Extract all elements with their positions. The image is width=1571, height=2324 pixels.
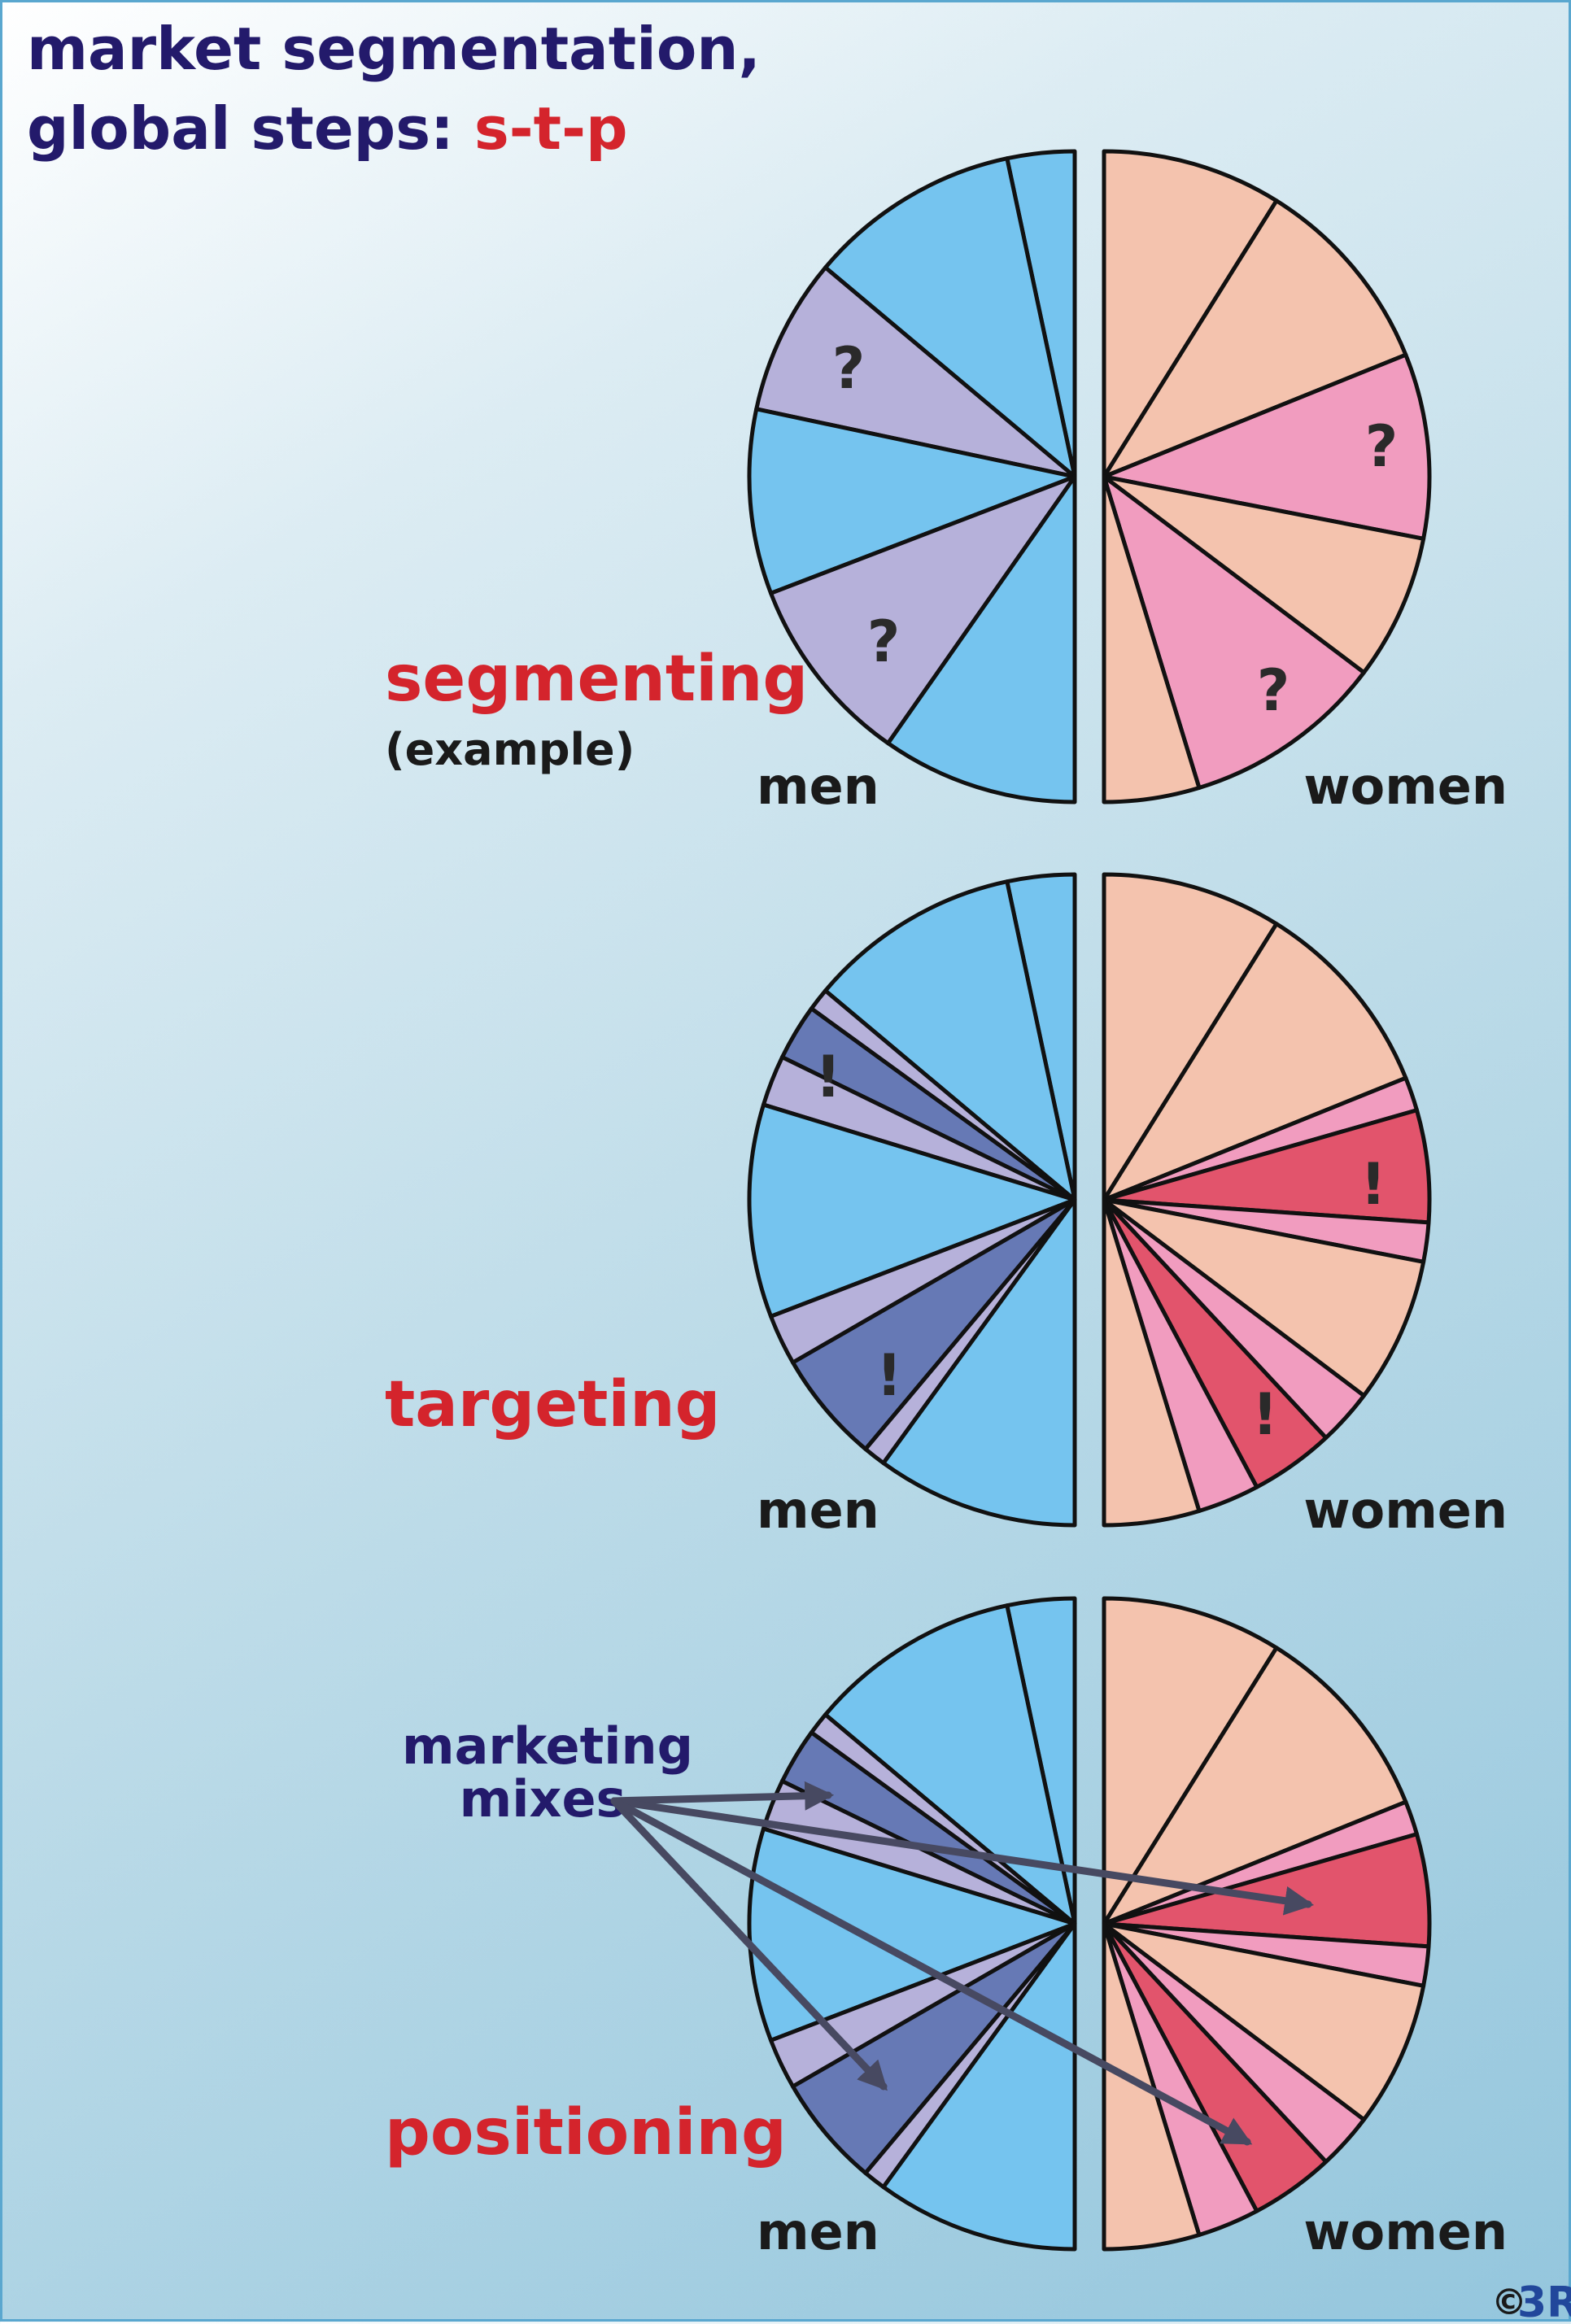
men-label: men bbox=[757, 2202, 879, 2261]
women-slice-women-base bbox=[1102, 1197, 1202, 1528]
exclamation-mark: ! bbox=[1252, 1381, 1278, 1448]
copyright-symbol: © bbox=[1491, 2282, 1527, 2323]
men-label: men bbox=[757, 1480, 879, 1540]
arrow-to-women-target-lower bbox=[610, 1797, 1253, 2146]
women-slice-women-base bbox=[1102, 922, 1408, 1202]
women-slice-women-base bbox=[1102, 872, 1279, 1202]
arrow-to-women-target-upper bbox=[610, 1797, 1315, 1916]
title-line-2: global steps: s-t-p bbox=[27, 94, 628, 163]
men-slice-men-base bbox=[747, 1826, 1077, 2043]
women-slice-women-target bbox=[1102, 1108, 1432, 1225]
men-slice-men-base bbox=[747, 407, 1077, 595]
men-slice-men-base bbox=[823, 879, 1077, 1202]
men-slice-men-base bbox=[881, 1197, 1077, 1528]
women-slice-women-segment bbox=[1102, 474, 1366, 791]
question-mark: ? bbox=[867, 608, 901, 675]
men-slice-men-base bbox=[823, 1603, 1077, 1926]
women-slice-women-segment bbox=[1102, 352, 1432, 541]
marketing-mixes-label-line-1: marketing bbox=[402, 1716, 693, 1776]
women-slice-women-base bbox=[1102, 474, 1426, 675]
women-slice-women-base bbox=[1102, 1646, 1408, 1926]
women-slice-women-base bbox=[1102, 1921, 1426, 2122]
women-slice-women-target bbox=[1102, 1832, 1432, 1949]
arrow-to-men-target-upper bbox=[610, 1781, 835, 1811]
exclamation-mark: ! bbox=[1360, 1151, 1386, 1218]
women-slice-women-base bbox=[1102, 1596, 1279, 1926]
title-highlight: s-t-p bbox=[474, 94, 628, 163]
men-slice-men-base bbox=[886, 474, 1077, 804]
title-line-1: market segmentation, bbox=[27, 15, 761, 83]
brand-logo: 3R bbox=[1517, 2278, 1571, 2324]
men-slice-men-base bbox=[823, 156, 1077, 479]
segmenting-pie bbox=[747, 149, 1432, 804]
men-slice-men-base bbox=[747, 1102, 1077, 1319]
women-slice-women-base bbox=[1102, 1197, 1426, 1398]
exclamation-mark: ! bbox=[815, 1044, 841, 1110]
women-slice-women-base bbox=[1102, 149, 1279, 479]
women-label: women bbox=[1303, 756, 1508, 816]
men-slice-men-target bbox=[791, 1921, 1077, 2175]
question-mark: ? bbox=[1365, 413, 1399, 480]
positioning-pie bbox=[747, 1596, 1432, 2252]
positioning-label: positioning bbox=[385, 2096, 787, 2169]
marketing-mix-arrows bbox=[610, 1781, 1315, 2146]
targeting-pie bbox=[747, 872, 1432, 1528]
example-note: (example) bbox=[385, 724, 635, 775]
men-slice-men-target bbox=[791, 1197, 1077, 1451]
segmenting-label: segmenting bbox=[385, 643, 808, 716]
men-label: men bbox=[757, 756, 879, 816]
question-mark: ? bbox=[832, 335, 866, 402]
women-slice-women-base bbox=[1102, 474, 1202, 804]
women-label: women bbox=[1303, 1480, 1508, 1540]
marketing-mixes-label-line-2: mixes bbox=[460, 1769, 626, 1829]
title-line-2-prefix: global steps: bbox=[27, 94, 474, 163]
women-slice-women-base bbox=[1102, 198, 1408, 479]
targeting-label: targeting bbox=[385, 1368, 721, 1441]
arrow-to-men-target-lower bbox=[610, 1797, 888, 2091]
men-slice-men-segment bbox=[769, 474, 1077, 746]
exclamation-mark: ! bbox=[876, 1342, 902, 1409]
men-slice-men-base bbox=[881, 1921, 1077, 2252]
question-mark: ? bbox=[1257, 657, 1290, 724]
women-label: women bbox=[1303, 2202, 1508, 2261]
